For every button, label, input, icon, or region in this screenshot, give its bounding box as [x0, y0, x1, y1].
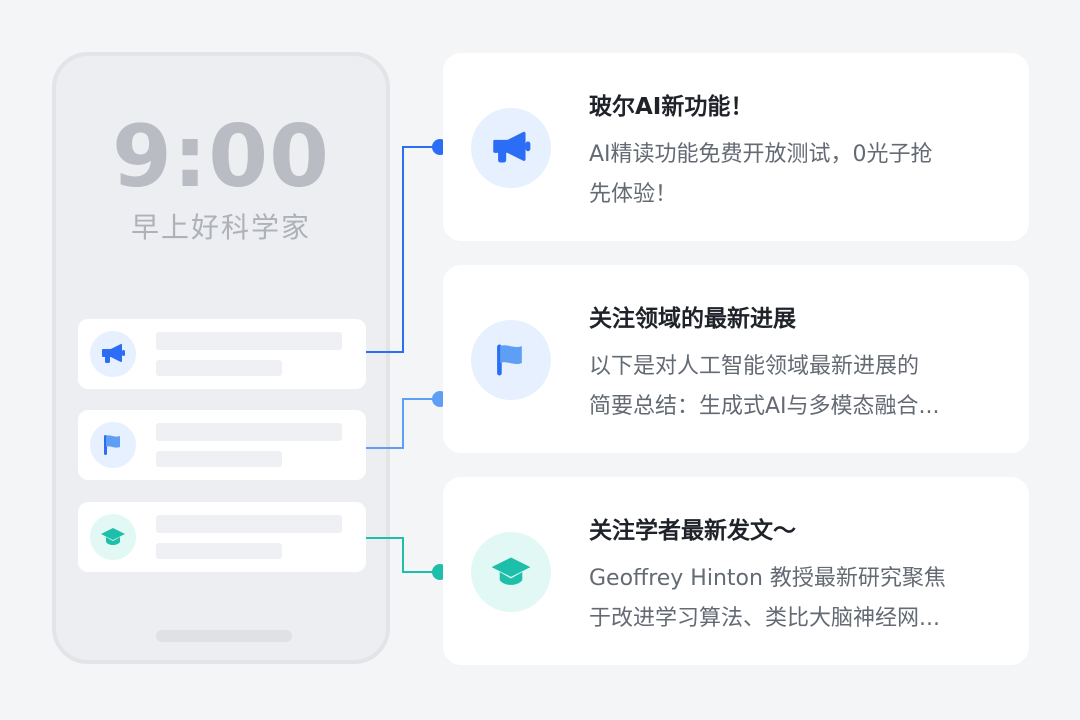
connector-line-announcement	[366, 146, 440, 353]
card-body-line: 于改进学习算法、类比大脑神经网...	[589, 606, 940, 631]
megaphone-icon	[90, 331, 136, 377]
flag-icon	[90, 422, 136, 468]
graduation-cap-icon	[90, 514, 136, 560]
flag-icon	[471, 320, 551, 400]
megaphone-icon	[471, 108, 551, 188]
mini-notification-announcement[interactable]	[78, 319, 366, 389]
card-body: Geoffrey Hinton 教授最新研究聚焦 于改进学习算法、类比大脑神经网…	[589, 559, 999, 639]
card-title: 关注领域的最新进展	[589, 306, 796, 332]
card-body-line: 简要总结：生成式AI与多模态融合...	[589, 394, 940, 419]
connector-line-field	[366, 398, 440, 449]
card-body: AI精读功能免费开放测试，0光子抢 先体验！	[589, 135, 999, 215]
notification-card-field[interactable]: 关注领域的最新进展 以下是对人工智能领域最新进展的 简要总结：生成式AI与多模态…	[443, 265, 1029, 453]
mini-notification-field[interactable]	[78, 410, 366, 480]
connector-line-scholar	[366, 537, 440, 573]
card-title: 玻尔AI新功能！	[589, 94, 754, 120]
notification-card-announcement[interactable]: 玻尔AI新功能！ AI精读功能免费开放测试，0光子抢 先体验！	[443, 53, 1029, 241]
lockscreen-greeting: 早上好科学家	[130, 211, 311, 244]
card-body-line: 先体验！	[589, 182, 678, 207]
card-body-line: AI精读功能免费开放测试，0光子抢	[589, 142, 933, 167]
phone-mockup: 9:00 早上好科学家	[52, 52, 390, 664]
placeholder-line	[156, 451, 282, 467]
card-body-line: 以下是对人工智能领域最新进展的	[589, 354, 920, 379]
home-indicator	[156, 630, 292, 642]
placeholder-line	[156, 360, 282, 376]
notification-card-scholar[interactable]: 关注学者最新发文～ Geoffrey Hinton 教授最新研究聚焦 于改进学习…	[443, 477, 1029, 665]
lockscreen-clock: 9:00	[112, 107, 330, 207]
placeholder-line	[156, 543, 282, 559]
graduation-cap-icon	[471, 532, 551, 612]
card-body: 以下是对人工智能领域最新进展的 简要总结：生成式AI与多模态融合...	[589, 347, 999, 427]
placeholder-line	[156, 332, 342, 350]
card-body-line: Geoffrey Hinton 教授最新研究聚焦	[589, 566, 946, 591]
placeholder-line	[156, 515, 342, 533]
placeholder-line	[156, 423, 342, 441]
card-title: 关注学者最新发文～	[589, 518, 796, 544]
mini-notification-scholar[interactable]	[78, 502, 366, 572]
